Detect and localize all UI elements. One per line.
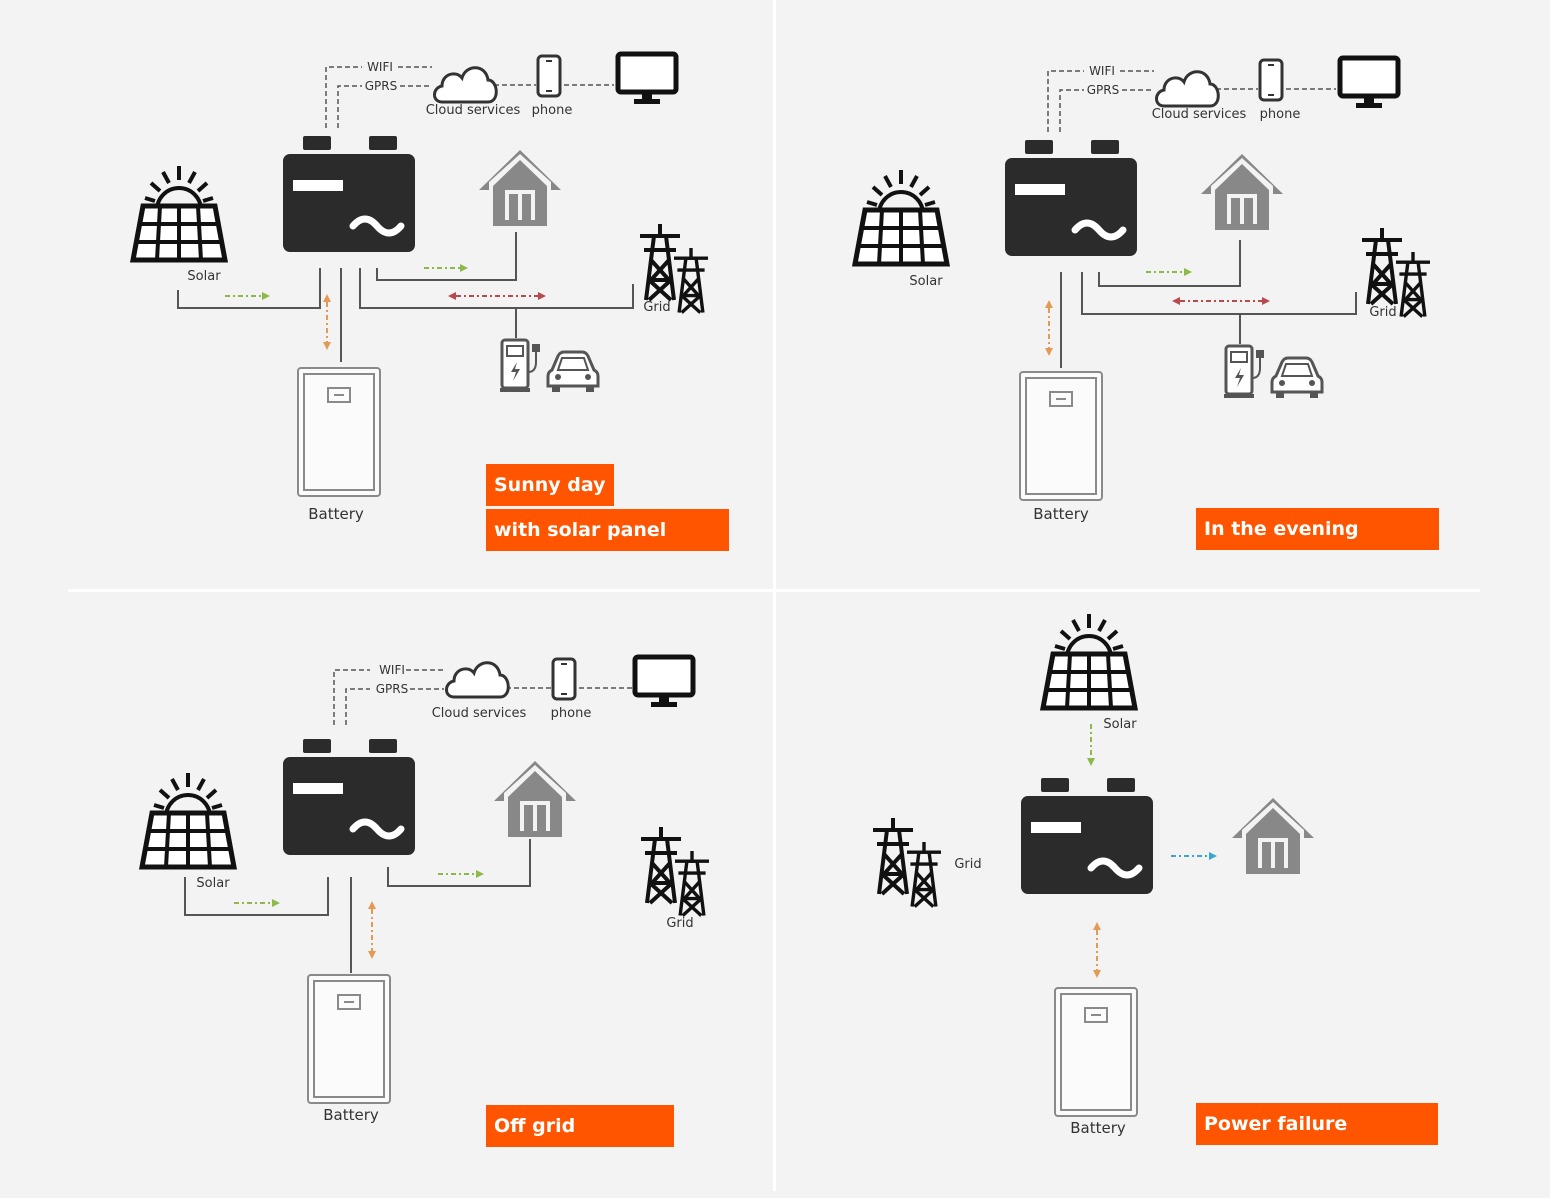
- house-icon: [1232, 798, 1314, 874]
- wifi-label: WIFI: [367, 60, 393, 74]
- monitor-icon: [618, 54, 676, 104]
- inverter-icon: [283, 739, 415, 855]
- grid-label: Grid: [1369, 305, 1396, 320]
- battery-icon: [307, 974, 391, 1104]
- grid-tower-icon: [873, 818, 941, 907]
- solar-label: Solar: [187, 269, 221, 284]
- battery-label: Battery: [1070, 1119, 1126, 1137]
- inverter-icon: [283, 136, 415, 252]
- grid-label: Grid: [666, 916, 693, 931]
- scenario-badge: In the evening: [1196, 508, 1439, 550]
- panel-power-failure: Solar Grid Battery Power failure: [775, 596, 1550, 1191]
- grid-tower-icon: [641, 827, 709, 916]
- battery-label: Battery: [323, 1106, 379, 1124]
- flow-arrows: [234, 870, 484, 959]
- solar-panel-icon: [1043, 614, 1135, 708]
- phone-label: phone: [551, 706, 592, 721]
- gprs-label: GPRS: [365, 79, 398, 93]
- battery-icon: [297, 367, 381, 497]
- scenario-badge: Off grid: [486, 1105, 674, 1147]
- phone-icon: [1258, 58, 1284, 102]
- house-icon: [479, 150, 561, 226]
- phone-label: phone: [532, 103, 573, 118]
- panel-evening: WIFI GPRS Cloud services phone Solar Gri…: [722, 4, 1497, 599]
- cloud-icon: [1155, 70, 1220, 108]
- scenario-badge-line2: with solar panel: [486, 509, 729, 551]
- gprs-label: GPRS: [1087, 83, 1120, 97]
- monitor-icon: [1340, 58, 1398, 108]
- flow-arrows: [1045, 268, 1270, 356]
- monitor-icon: [635, 657, 693, 707]
- phone-icon: [536, 54, 562, 98]
- solar-label: Solar: [909, 274, 943, 289]
- house-icon: [1201, 154, 1283, 230]
- wifi-label: WIFI: [1089, 64, 1115, 78]
- cloud-services-label: Cloud services: [426, 103, 521, 118]
- monitoring-links: [1047, 70, 1336, 132]
- phone-icon: [551, 657, 577, 701]
- solar-panel-icon: [133, 166, 225, 260]
- flow-arrows: [225, 264, 546, 350]
- scenario-badge-line1: Sunny day: [486, 464, 614, 506]
- cloud-services-label: Cloud services: [432, 706, 527, 721]
- horizontal-divider: [68, 589, 1480, 592]
- car-icon: [1270, 356, 1324, 400]
- scenario-badge: Power failure: [1196, 1103, 1438, 1145]
- car-icon: [546, 350, 600, 394]
- cloud-icon: [445, 661, 510, 699]
- wiring: [1060, 240, 1357, 368]
- solar-panel-icon: [855, 170, 947, 264]
- phone-label: phone: [1260, 107, 1301, 122]
- solar-label: Solar: [196, 876, 230, 891]
- battery-label: Battery: [308, 505, 364, 523]
- vertical-divider: [773, 0, 776, 1191]
- cloud-icon: [433, 66, 498, 104]
- monitoring-links: [333, 669, 633, 725]
- wiring: [177, 232, 634, 362]
- battery-icon: [1019, 371, 1103, 501]
- gprs-label: GPRS: [376, 682, 409, 696]
- flow-arrows: [1087, 724, 1217, 978]
- wiring: [184, 839, 531, 973]
- inverter-icon: [1005, 140, 1137, 256]
- battery-label: Battery: [1033, 505, 1089, 523]
- house-icon: [494, 761, 576, 837]
- grid-label: Grid: [643, 300, 670, 315]
- panel-sunny-day: WIFI GPRS Cloud services phone Solar Gri…: [0, 0, 775, 595]
- monitoring-links: [325, 66, 614, 128]
- solar-label: Solar: [1103, 717, 1137, 732]
- solar-panel-icon: [142, 773, 234, 867]
- grid-tower-icon: [1362, 228, 1430, 317]
- grid-label: Grid: [954, 857, 981, 872]
- battery-icon: [1054, 987, 1138, 1117]
- panel-off-grid: WIFI GPRS Cloud services phone Solar Gri…: [8, 603, 783, 1198]
- inverter-icon: [1021, 778, 1153, 894]
- cloud-services-label: Cloud services: [1152, 107, 1247, 122]
- wifi-label: WIFI: [379, 663, 405, 677]
- ev-charger-icon: [498, 338, 542, 394]
- ev-charger-icon: [1222, 344, 1266, 400]
